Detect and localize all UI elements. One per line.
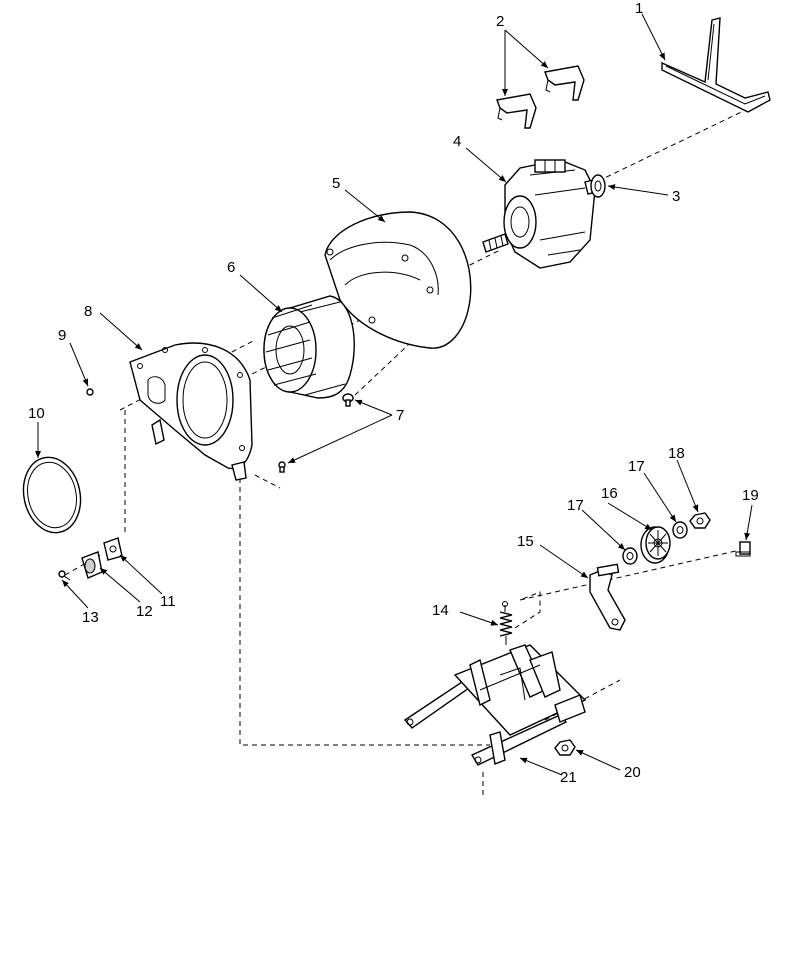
callout-21: 21 [560,769,577,786]
blower-housing[interactable] [324,211,472,349]
housing-screw-upper[interactable] [342,393,354,407]
callout-7: 7 [396,407,404,424]
callout-labels: 1 2 3 4 5 6 7 8 9 10 11 12 13 14 15 16 1… [28,0,759,786]
thermistor[interactable] [81,551,103,579]
idler-pulley[interactable] [640,526,671,564]
callout-11: 11 [160,593,176,610]
callout-12: 12 [136,603,153,620]
idler-washer-left[interactable] [622,547,638,565]
mounting-bolt[interactable] [735,541,751,557]
idler-arm[interactable] [589,563,626,631]
idler-spring[interactable] [499,601,513,646]
drive-motor[interactable] [482,159,605,269]
callout-5: 5 [332,175,340,192]
callout-3: 3 [672,188,680,205]
callout-16: 16 [601,485,618,502]
blower-wheel[interactable] [263,295,355,399]
callout-2: 2 [496,13,504,30]
callout-13: 13 [82,609,99,626]
callout-10: 10 [28,405,45,422]
housing-screw[interactable] [86,388,94,396]
callout-1: 1 [635,0,643,17]
motor-clip-upper[interactable] [544,65,585,101]
drive-belt[interactable] [661,17,771,113]
assembly-dashed-lines [64,102,761,795]
motor-pulley[interactable] [590,174,606,198]
motor-clip-lower[interactable] [496,93,537,129]
callout-17-right: 17 [628,458,645,475]
callout-17-left: 17 [567,497,584,514]
motor-mount-base[interactable] [403,644,587,766]
callout-6: 6 [227,259,235,276]
callout-19: 19 [742,487,759,504]
idler-washer-right[interactable] [672,521,688,539]
thermistor-bracket[interactable] [103,537,123,561]
leader-lines [35,13,753,776]
blower-gasket[interactable] [17,452,88,538]
thermistor-screw[interactable] [58,570,71,581]
callout-9: 9 [58,327,66,344]
base-nut[interactable] [554,739,576,756]
callout-20: 20 [624,764,641,781]
housing-screw-lower[interactable] [278,461,286,473]
callout-15: 15 [517,533,534,550]
callout-8: 8 [84,303,92,320]
blower-housing-cover[interactable] [129,342,253,481]
callout-4: 4 [453,133,461,150]
callout-14: 14 [432,602,449,619]
callout-18: 18 [668,445,685,462]
idler-nut[interactable] [689,512,711,529]
